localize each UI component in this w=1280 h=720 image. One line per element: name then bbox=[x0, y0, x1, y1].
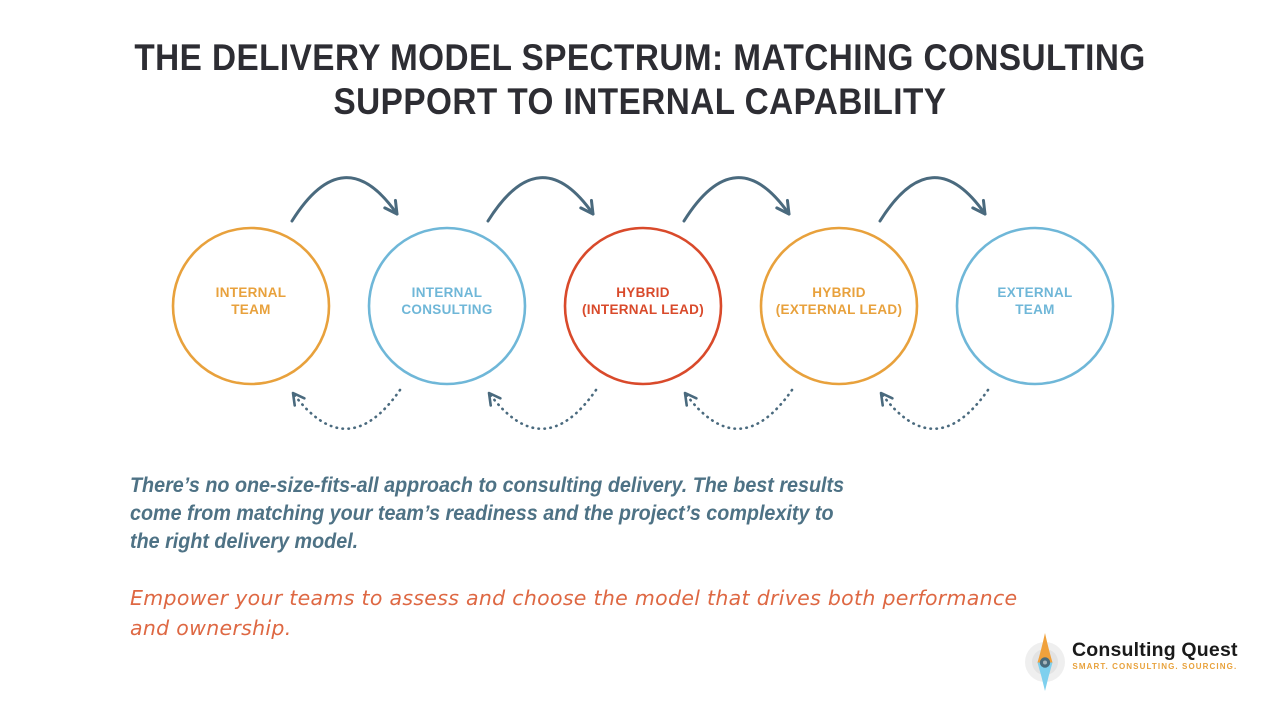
node-label-line: (EXTERNAL LEAD) bbox=[775, 301, 903, 317]
node-label-internal-consulting: INTERNAL CONSULTING bbox=[367, 285, 527, 318]
title-line-2: SUPPORT TO INTERNAL CAPABILITY bbox=[333, 81, 947, 122]
forward-arrowhead-3 bbox=[775, 198, 791, 216]
node-label-line: TEAM bbox=[1015, 301, 1055, 317]
body-line-2: come from matching your team’s readiness… bbox=[130, 502, 834, 525]
callout-text: Empower your teams to assess and choose … bbox=[130, 583, 1210, 643]
back-arrow-1 bbox=[291, 388, 402, 430]
forward-arrow-4 bbox=[878, 176, 987, 223]
node-circle-hybrid-internal-lead bbox=[563, 226, 723, 386]
node-circle-external-team bbox=[955, 226, 1115, 386]
node-label-line: HYBRID bbox=[616, 285, 670, 300]
node-circle-internal-consulting bbox=[367, 226, 527, 386]
node-label-line: TEAM bbox=[231, 301, 271, 317]
forward-arrowhead-1 bbox=[383, 198, 399, 216]
node-label-line: (INTERNAL LEAD) bbox=[582, 301, 704, 317]
body-line-1: There’s no one-size-fits-all approach to… bbox=[130, 474, 845, 497]
node-label-line: EXTERNAL bbox=[997, 285, 1073, 300]
node-label-line: CONSULTING bbox=[401, 301, 493, 317]
logo-tagline: SMART. CONSULTING. SOURCING. bbox=[1072, 662, 1238, 671]
logo-name: Consulting Quest bbox=[1072, 639, 1238, 661]
forward-arrow-1 bbox=[290, 176, 399, 223]
forward-arrowhead-2 bbox=[579, 198, 595, 216]
back-arrow-3 bbox=[683, 388, 794, 430]
node-label-external-team: EXTERNAL TEAM bbox=[955, 285, 1115, 318]
back-arrowhead-2 bbox=[487, 391, 502, 407]
node-label-internal-team: INTERNAL TEAM bbox=[171, 285, 331, 318]
forward-arrowhead-4 bbox=[971, 198, 987, 216]
forward-arrow-2 bbox=[486, 176, 595, 223]
body-line-3: the right delivery model. bbox=[130, 530, 359, 553]
callout-line-2: and ownership. bbox=[130, 616, 292, 640]
back-arrowhead-4 bbox=[879, 391, 894, 407]
back-arrow-2 bbox=[487, 388, 598, 430]
node-label-line: INTERNAL bbox=[411, 285, 483, 300]
node-label-hybrid-internal-lead: HYBRID (INTERNAL LEAD) bbox=[563, 285, 723, 318]
logo: Consulting Quest SMART. CONSULTING. SOUR… bbox=[1022, 631, 1238, 693]
callout-line-1: Empower your teams to assess and choose … bbox=[130, 586, 1018, 610]
title-line-1: THE DELIVERY MODEL SPECTRUM: MATCHING CO… bbox=[134, 37, 1146, 78]
delivery-spectrum-diagram bbox=[171, 176, 1115, 430]
node-label-line: HYBRID bbox=[812, 285, 866, 300]
node-circle-hybrid-external-lead bbox=[759, 226, 919, 386]
back-arrowhead-1 bbox=[291, 391, 306, 407]
back-arrowhead-3 bbox=[683, 391, 698, 407]
node-circle-internal-team bbox=[171, 226, 331, 386]
node-label-hybrid-external-lead: HYBRID (EXTERNAL LEAD) bbox=[759, 285, 919, 318]
back-arrow-4 bbox=[879, 388, 990, 430]
forward-arrow-3 bbox=[682, 176, 791, 223]
slide-title: THE DELIVERY MODEL SPECTRUM: MATCHING CO… bbox=[64, 36, 1216, 124]
body-paragraph: There’s no one-size-fits-all approach to… bbox=[130, 472, 976, 556]
node-label-line: INTERNAL bbox=[215, 285, 287, 300]
compass-icon bbox=[1025, 633, 1065, 691]
